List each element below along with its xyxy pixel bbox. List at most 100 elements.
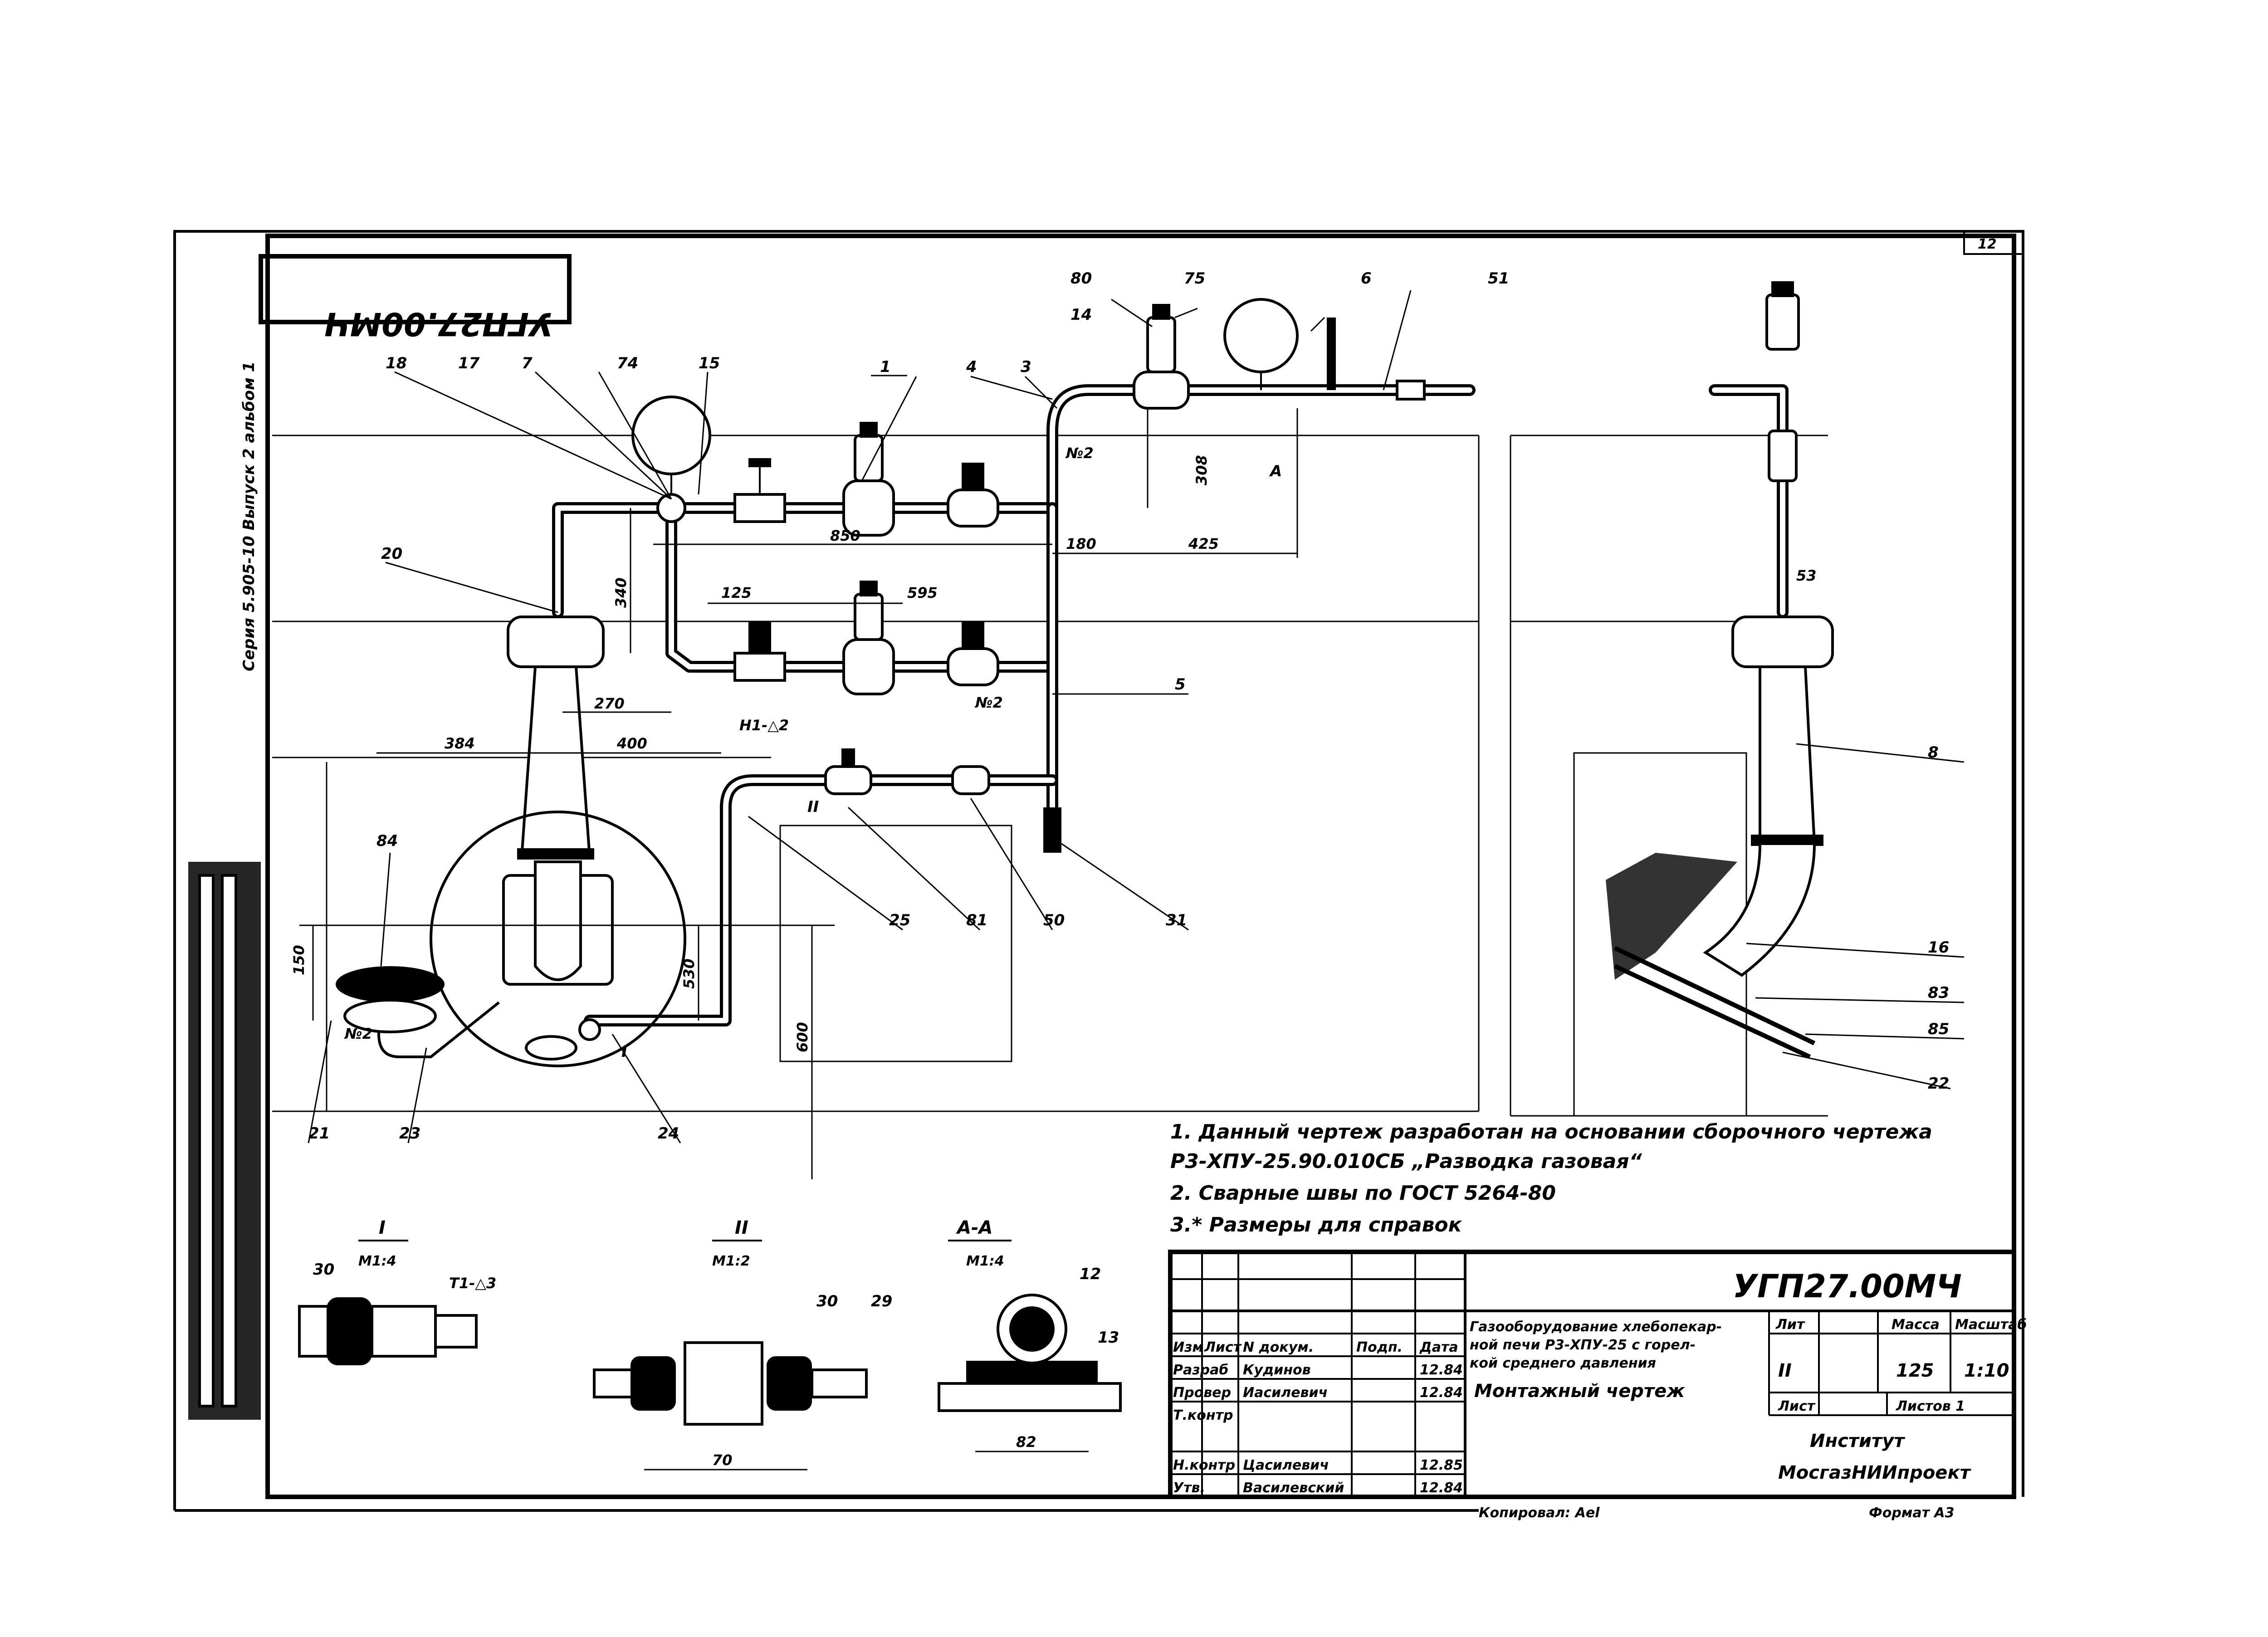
callout-numbers: 1 4 3 80 14 75 6 51 18 17 7 74 15 20 5 8… [308, 269, 1949, 1143]
tb-r5-role: Утв. [1173, 1480, 1205, 1496]
gas-pipework [552, 384, 1476, 1026]
dim-270: 270 [594, 695, 625, 712]
dim-340: 340 [612, 577, 630, 608]
dim-400: 400 [616, 735, 647, 752]
detail-II-title: II [735, 1217, 748, 1238]
callout-84: 84 [376, 832, 398, 850]
callout-22: 22 [1928, 1075, 1949, 1093]
lower-valve-train [733, 581, 999, 695]
note-line-3: 2. Сварные швы по ГОСТ 5264-80 [1170, 1182, 1556, 1205]
tb-r3-role: Т.контр [1173, 1407, 1233, 1423]
detail-AA: А-А М1:4 12 13 82 [938, 1217, 1122, 1452]
callout-16: 16 [1928, 938, 1949, 957]
tb-lit-header: Лит [1775, 1317, 1805, 1333]
tb-r4-name: Цасилевич [1243, 1457, 1329, 1473]
tb-sheets: Листов 1 [1896, 1398, 1965, 1414]
format-label: Формат А3 [1869, 1505, 1955, 1521]
callout-A: А [1269, 462, 1282, 480]
tb-h-list: Лист [1204, 1339, 1242, 1355]
tb-r5-date: 12.84 [1420, 1480, 1463, 1496]
detail-II-callout-29: 29 [871, 1292, 892, 1310]
note-line-1: 1. Данный чертеж разработан на основании… [1170, 1120, 1932, 1143]
callout-51: 51 [1488, 269, 1509, 288]
callout-15: 15 [699, 354, 720, 372]
series-text: Серия 5.905-10 Выпуск 2 альбом 1 [240, 362, 258, 671]
note-line-4: 3.* Размеры для справок [1170, 1213, 1462, 1236]
leader-lines [308, 290, 1965, 1143]
tb-h-ndoc: N докум. [1243, 1339, 1314, 1355]
callout-20: 20 [381, 545, 402, 563]
detail-AA-callout-13: 13 [1098, 1329, 1119, 1347]
detail-AA-scale: М1:4 [966, 1253, 1004, 1269]
top-line-devices [1133, 298, 1426, 410]
detail-I-weld: Т1-△3 [449, 1275, 496, 1292]
detail-I-scale: М1:4 [358, 1253, 396, 1269]
title-block: УГП27.00МЧ Газооборудование хлебопекар- … [1168, 1250, 2027, 1499]
callout-21: 21 [308, 1124, 330, 1143]
dim-180: 180 [1066, 535, 1096, 552]
mirrored-designation: УГП27.00МЧ [324, 305, 553, 342]
detail-AA-dim: 82 [1016, 1433, 1036, 1451]
tb-designation: УГП27.00МЧ [1733, 1268, 1962, 1305]
detail-AA-callout-12: 12 [1080, 1265, 1101, 1283]
drawing-notes: 1. Данный чертеж разработан на основании… [1170, 1120, 1932, 1236]
detail-II-callout-30: 30 [816, 1292, 838, 1310]
weld-mark-3: №2 [344, 1025, 372, 1042]
detail-AA-title: А-А [956, 1217, 993, 1238]
detail-I: I М1:4 30 Т1-△3 [298, 1217, 496, 1365]
side-view [1606, 281, 1834, 1059]
callout-II: II [807, 798, 819, 816]
mirrored-stamp: УГП27.00МЧ [259, 254, 572, 342]
tb-r4-role: Н.контр [1173, 1457, 1235, 1473]
callout-31: 31 [1166, 911, 1187, 929]
tb-institute-2: МосгазНИИпроект [1778, 1462, 1972, 1483]
weld-mark-h1: Н1-△2 [739, 717, 789, 734]
dim-125: 125 [721, 584, 752, 601]
tb-name-3: кой среднего давления [1470, 1355, 1656, 1371]
tb-scale-header: Масштаб [1955, 1317, 2027, 1333]
callout-50: 50 [1043, 911, 1065, 929]
detail-II: II М1:2 30 29 70 [593, 1217, 892, 1471]
tb-sheet-header: Лист [1778, 1398, 1816, 1414]
dimension-text: 308 850 180 425 340 125 595 270 384 400 … [290, 445, 1817, 1052]
callout-81: 81 [966, 911, 987, 929]
callout-3: 3 [1021, 358, 1031, 376]
tb-r1-role: Разраб [1173, 1362, 1228, 1378]
lower-line-devices [824, 748, 1061, 853]
callout-I: I [621, 1043, 627, 1061]
tb-r1-date: 12.84 [1420, 1362, 1463, 1378]
detail-I-callout-30: 30 [313, 1261, 334, 1279]
dim-595: 595 [907, 584, 938, 601]
tb-mass: 125 [1896, 1360, 1934, 1381]
callout-74: 74 [617, 354, 638, 372]
tb-r2-role: Провер [1173, 1385, 1231, 1401]
tb-r2-name: Иасилевич [1243, 1385, 1328, 1401]
callout-80: 80 [1070, 269, 1092, 288]
side-strip: Серия 5.905-10 Выпуск 2 альбом 1 [188, 362, 261, 1420]
note-line-2: Р3-ХПУ-25.90.010СБ „Разводка газовая“ [1170, 1150, 1642, 1173]
page-number: 12 [1978, 236, 1997, 252]
weld-mark-2: №2 [974, 694, 1003, 711]
callout-85: 85 [1928, 1020, 1949, 1038]
tb-mass-header: Масса [1892, 1317, 1940, 1333]
tb-r2-date: 12.84 [1420, 1385, 1463, 1401]
dim-384: 384 [445, 735, 475, 752]
callout-23: 23 [399, 1124, 420, 1143]
callout-8: 8 [1928, 743, 1939, 762]
tb-h-data: Дата [1419, 1339, 1458, 1355]
tb-name-2: ной печи Р3-ХПУ-25 с горел- [1470, 1337, 1696, 1353]
dim-53: 53 [1796, 567, 1817, 584]
dim-308: 308 [1193, 455, 1210, 485]
detail-I-title: I [379, 1217, 386, 1238]
dimension-lines [299, 408, 1298, 1179]
tb-institute-1: Институт [1810, 1431, 1906, 1451]
detail-II-dim: 70 [712, 1451, 733, 1469]
callout-24: 24 [658, 1124, 679, 1143]
callout-4: 4 [966, 358, 977, 376]
tb-r4-date: 12.85 [1420, 1457, 1463, 1473]
callout-25: 25 [889, 911, 910, 929]
callout-14: 14 [1070, 306, 1092, 324]
dim-600: 600 [794, 1022, 811, 1052]
dim-850: 850 [830, 527, 860, 544]
